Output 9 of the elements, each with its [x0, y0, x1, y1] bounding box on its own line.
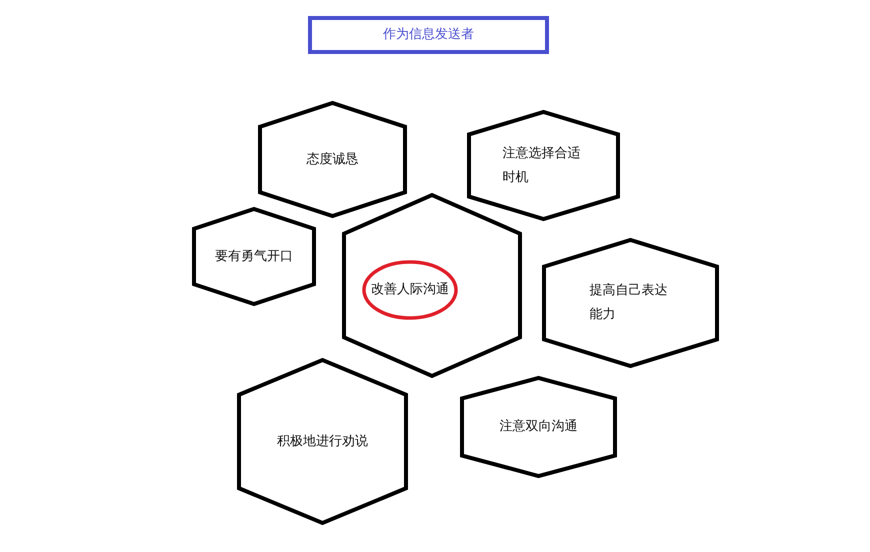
node-label: 提高自己表达能力: [590, 282, 668, 324]
heading-text: 作为信息发送者: [383, 26, 474, 44]
node-label: 积极地进行劝说: [277, 432, 368, 450]
node-label: 要有勇气开口: [215, 248, 293, 266]
node-label: 注意选择合适时机: [502, 144, 582, 186]
node-label: 态度诚恳: [306, 150, 358, 168]
node-label: 改善人际沟通: [371, 281, 449, 299]
title-box: [308, 16, 549, 54]
node-label: 注意双向沟通: [500, 418, 578, 436]
